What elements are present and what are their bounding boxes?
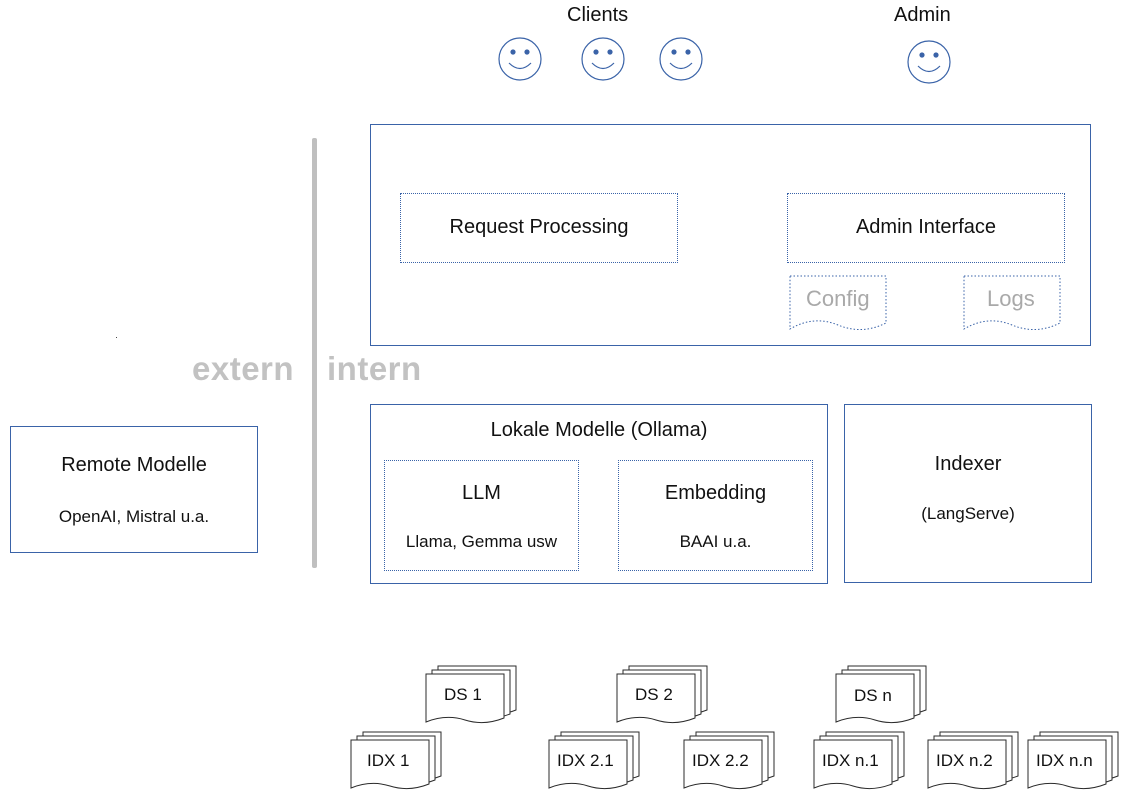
config-document-icon (789, 275, 887, 330)
llm-box: LLM Llama, Gemma usw (384, 460, 579, 571)
indexer-title: Indexer (934, 453, 1002, 475)
indexer-subtitle: (LangServe) (921, 504, 1015, 523)
index-label: IDX 2.1 (557, 751, 614, 770)
admin-label: Admin (894, 4, 951, 26)
datasource-label: DS n (854, 686, 892, 705)
admin-interface-label: Admin Interface (855, 216, 997, 238)
config-label: Config (806, 286, 870, 311)
client-smiley-icon (498, 37, 542, 81)
index-label: IDX 2.2 (692, 751, 749, 770)
embedding-title: Embedding (664, 482, 767, 504)
actor-icons (498, 37, 951, 84)
zone-label-intern: intern (327, 350, 422, 387)
datasource-label: DS 1 (444, 685, 482, 704)
datasource-label: DS 2 (635, 685, 673, 704)
extern-intern-divider (312, 138, 317, 568)
llm-title: LLM (462, 482, 501, 504)
indexer-box: Indexer (LangServe) (844, 404, 1092, 583)
index-label: IDX n.1 (822, 751, 879, 770)
stray-dot (116, 337, 117, 338)
admin-smiley-icon (907, 40, 951, 84)
zone-label-extern: extern (192, 350, 295, 387)
index-label: IDX 1 (367, 751, 410, 770)
embedding-subtitle: BAAI u.a. (679, 532, 752, 551)
embedding-box: Embedding BAAI u.a. (618, 460, 813, 571)
remote-models-subtitle: OpenAI, Mistral u.a. (58, 507, 210, 526)
remote-models-title: Remote Modelle (61, 454, 207, 476)
request-processing-box: Request Processing (400, 193, 678, 263)
logs-label: Logs (987, 286, 1035, 311)
client-smiley-icon (659, 37, 703, 81)
client-smiley-icon (581, 37, 625, 81)
index-label: IDX n.n (1036, 751, 1093, 770)
local-models-title: Lokale Modelle (Ollama) (490, 419, 708, 441)
index-label: IDX n.2 (936, 751, 993, 770)
clients-label: Clients (567, 4, 629, 26)
admin-interface-box: Admin Interface (787, 193, 1065, 263)
remote-models-box: Remote Modelle OpenAI, Mistral u.a. (10, 426, 258, 553)
llm-subtitle: Llama, Gemma usw (405, 532, 558, 551)
request-processing-label: Request Processing (449, 216, 629, 238)
logs-document-icon (963, 275, 1061, 330)
